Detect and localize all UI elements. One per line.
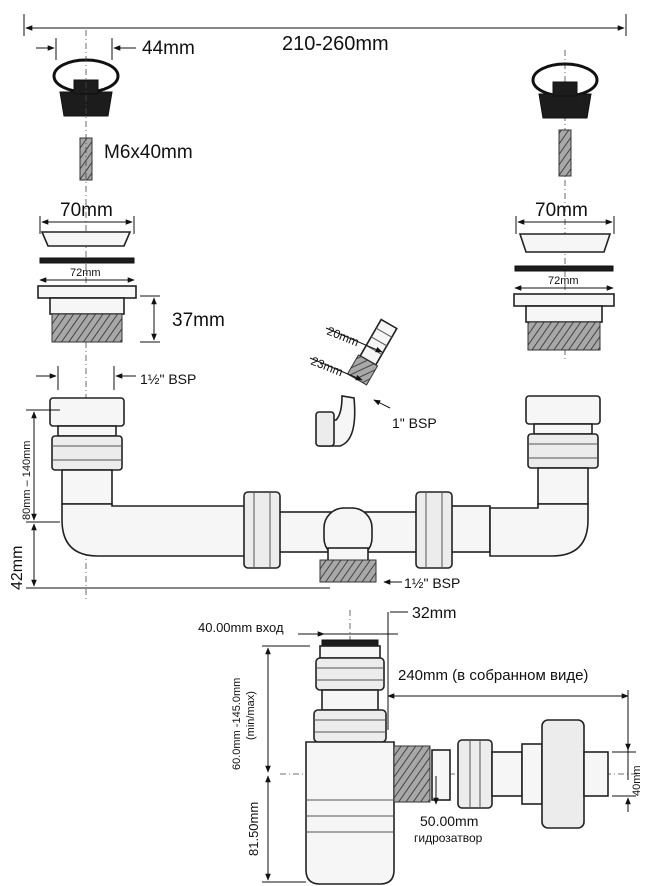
left-waste: 70mm 72mm 37mm (37, 30, 225, 600)
flange-left-label: 72mm (70, 267, 101, 279)
waste-top-right-label: 70mm (535, 200, 588, 221)
trap-inlet-label: 40.00mm вход (198, 620, 284, 635)
left-standpipe: 1½" BSP (36, 366, 251, 557)
height-dimensions: 80mm – 140mm 42mm (9, 409, 330, 590)
right-standpipe (489, 395, 601, 557)
grid-width-label: 44mm (142, 38, 195, 59)
outlet-bsp-label: 1½" BSP (140, 371, 196, 387)
left-plug: 44mm (36, 38, 195, 117)
bottle-trap: 40.00mm вход 32mm 240mm (в собранном вид… (198, 605, 643, 885)
trap-bottom-label: 81.50mm (246, 802, 261, 856)
trap-adjust-sub-label: (min/max) (245, 691, 257, 740)
body-height-label: 37mm (172, 310, 225, 331)
hose-bsp-label: 1" BSP (392, 415, 437, 431)
trap-adjust-label: 60.0mm -145.0mm (231, 678, 243, 770)
screw: M6x40mm (79, 137, 193, 181)
trap-length-label: 240mm (в собранном виде) (398, 667, 588, 684)
hose-tail: 20mm 23mm 1" BSP (309, 318, 437, 447)
right-waste: 70mm 72mm (513, 200, 615, 351)
overall-width-dimension: 210-260mm (23, 14, 627, 55)
horizontal-pipe: 1½" BSP (243, 491, 491, 591)
overall-width-label: 210-260mm (282, 33, 389, 55)
trap-outlet-label: 40mm (631, 765, 643, 796)
waste-top-left-label: 70mm (60, 200, 113, 221)
trap-32-label: 32mm (412, 605, 456, 622)
height-range-label: 80mm – 140mm (21, 441, 33, 520)
water-seal-sub-label: гидрозатвор (414, 831, 483, 845)
flange-right-label: 72mm (548, 275, 579, 287)
right-plug (531, 50, 599, 360)
height-42-label: 42mm (9, 546, 26, 590)
hose-23-label: 23mm (309, 354, 345, 379)
screw-label: M6x40mm (104, 142, 193, 163)
center-bsp-label: 1½" BSP (404, 575, 460, 591)
water-seal-label: 50.00mm (420, 813, 478, 829)
hose-20-label: 20mm (325, 324, 361, 349)
